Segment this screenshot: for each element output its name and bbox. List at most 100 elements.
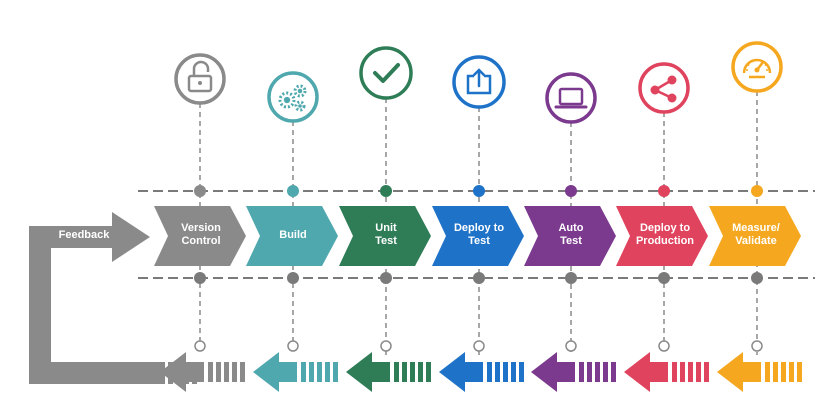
feedback-arrowhead [112,212,150,262]
return-shaft-5 [648,362,668,382]
stage-label-auto-test: Auto Test [558,222,584,247]
icon-group-0 [174,53,226,105]
return-stripe-0-0 [208,362,213,382]
upper-dot-2 [380,185,392,197]
return-stripe-3-2 [503,362,508,382]
upload-icon [466,68,492,95]
lower-dot-6 [751,272,763,284]
lower-dot-3 [473,272,485,284]
return-stripe-6-4 [797,362,802,382]
return-arrowhead-2 [346,352,372,392]
icon-group-6 [731,41,783,93]
stage-label-measure-validate: Measure/ Validate [732,222,780,247]
upper-dot-3 [473,185,485,197]
lower-dot-0 [194,272,206,284]
lower-dot-4 [565,272,577,284]
return-stripe-6-3 [789,362,794,382]
gears-icon [278,84,307,112]
return-stripe-1-2 [317,362,322,382]
icon-group-4 [545,72,597,124]
lower-dot-5 [658,272,670,284]
return-stripe-2-0 [394,362,399,382]
icon-circle-5 [638,62,690,114]
return-arrowhead-1 [253,352,279,392]
chevron-5 [616,206,708,266]
chevron-4 [524,206,616,266]
icon-group-1 [267,71,319,123]
return-stripe-5-0 [672,362,677,382]
stage-label-unit-test: Unit Test [375,222,397,247]
icon-circle-0 [174,53,226,105]
return-shaft-2 [370,362,390,382]
chevron-2 [339,206,431,266]
return-stripe-1-3 [325,362,330,382]
return-stripe-3-4 [519,362,524,382]
return-arrowhead-5 [624,352,650,392]
upper-dot-5 [658,185,670,197]
checkmark-icon [373,63,400,83]
stage-label-deploy-to-production: Deploy to Production [635,222,695,247]
return-arrow-4 [531,352,616,392]
return-arrow-5 [624,352,709,392]
return-stripe-4-2 [595,362,600,382]
return-arrowhead-4 [531,352,557,392]
chevron-3 [432,206,524,266]
return-stripe-2-3 [418,362,423,382]
return-arrow-6 [717,352,802,392]
return-stripe-4-0 [579,362,584,382]
hollow-dot-0 [194,340,206,352]
hollow-dot-4 [565,340,577,352]
upper-dot-1 [287,185,299,197]
return-stripe-6-0 [765,362,770,382]
return-stripe-4-1 [587,362,592,382]
return-shaft-6 [741,362,761,382]
return-stripe-5-4 [704,362,709,382]
return-shaft-4 [555,362,575,382]
return-shaft-3 [463,362,483,382]
return-stripe-0-3 [232,362,237,382]
upper-dot-6 [751,185,763,197]
return-shaft-1 [277,362,297,382]
feedback-stripe-4 [192,362,197,384]
return-stripe-3-1 [495,362,500,382]
return-stripe-1-4 [333,362,338,382]
return-stripe-0-2 [224,362,229,382]
return-arrowhead-6 [717,352,743,392]
return-stripe-4-3 [603,362,608,382]
return-stripe-2-1 [402,362,407,382]
hollow-dot-3 [473,340,485,352]
icon-group-2 [359,46,413,100]
chevron-1 [246,206,338,266]
icon-circle-4 [545,72,597,124]
upper-dot-4 [565,185,577,197]
hollow-dot-5 [658,340,670,352]
return-stripe-0-1 [216,362,221,382]
return-stripe-0-4 [240,362,245,382]
laptop-icon [554,87,588,109]
return-stripe-5-3 [696,362,701,382]
return-arrowhead-3 [439,352,465,392]
return-stripe-2-4 [426,362,431,382]
return-stripe-5-1 [680,362,685,382]
chevron-6 [709,206,801,266]
icon-group-5 [638,62,690,114]
hollow-dot-6 [751,340,763,352]
icon-circle-2 [359,46,413,100]
return-stripe-6-1 [773,362,778,382]
return-stripe-3-0 [487,362,492,382]
lower-dot-1 [287,272,299,284]
icon-group-3 [452,55,506,109]
upper-dot-0 [194,185,206,197]
return-arrow-3 [439,352,524,392]
return-stripe-1-0 [301,362,306,382]
feedback-stripe-0 [160,362,165,384]
feedback-label: Feedback [58,228,110,241]
speedometer-icon [742,58,772,79]
hollow-dot-2 [380,340,392,352]
return-arrow-1 [253,352,338,392]
return-arrow-2 [346,352,431,392]
share-icon [650,75,677,103]
hollow-dot-1 [287,340,299,352]
feedback-stripe-1 [168,362,173,384]
